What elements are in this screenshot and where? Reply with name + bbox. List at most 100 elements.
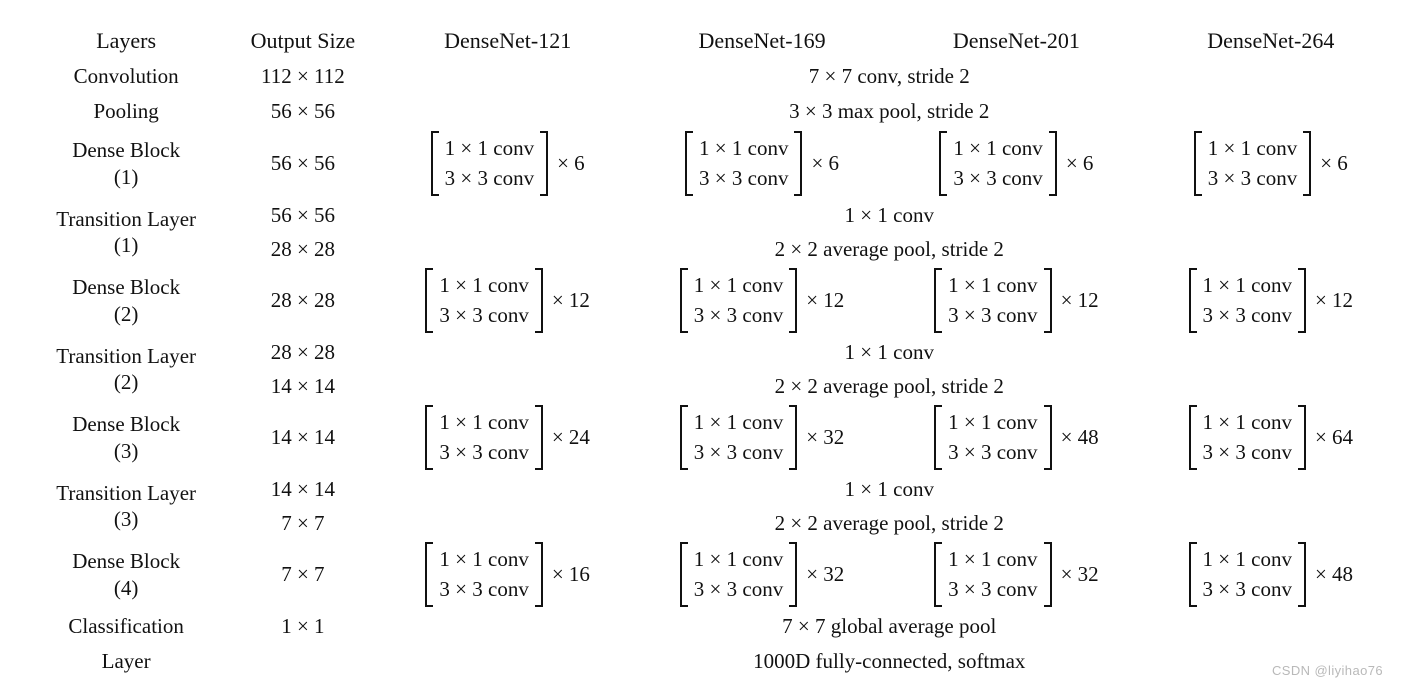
bracket-right-icon — [789, 541, 798, 608]
dense-block-3-densenet-264: 1 × 1 conv 3 × 3 conv × 64 — [1144, 403, 1398, 472]
dense-block-2-densenet-121: 1 × 1 conv 3 × 3 conv × 12 — [381, 266, 635, 335]
bracket-right-icon — [1043, 404, 1052, 471]
dense-block-2-densenet-169: 1 × 1 conv 3 × 3 conv × 12 — [635, 266, 889, 335]
layer-name-pooling: Pooling — [93, 99, 159, 124]
bracket-group: 1 × 1 conv 3 × 3 conv — [679, 541, 798, 608]
bracket-right-icon — [1303, 130, 1312, 197]
spec-classification-global-pool: 7 × 7 global average pool — [782, 614, 997, 639]
table-row-dense-block-2: Dense Block (2) 28 × 28 1 × 1 conv 3 × 3… — [27, 266, 1398, 335]
conv-line-2: 3 × 3 conv — [1202, 576, 1292, 601]
repeat-multiplier: × 24 — [551, 425, 590, 450]
conv-line-2: 3 × 3 conv — [439, 302, 529, 327]
table-row-transition-2b: 14 × 14 2 × 2 average pool, stride 2 — [27, 369, 1398, 403]
dense-block-1-densenet-201: 1 × 1 conv 3 × 3 conv × 6 — [889, 129, 1143, 198]
bracket-left-icon — [1193, 130, 1202, 197]
dense-block-4-densenet-169: 1 × 1 conv 3 × 3 conv × 32 — [635, 540, 889, 609]
repeat-multiplier: × 12 — [806, 288, 845, 313]
conv-line-1: 1 × 1 conv — [693, 409, 784, 434]
conv-line-2: 3 × 3 conv — [693, 576, 784, 601]
dense-block-1-label-line2: (1) — [113, 164, 139, 189]
bracket-rows: 1 × 1 conv 3 × 3 conv — [439, 131, 540, 197]
conv-line-1: 1 × 1 conv — [948, 409, 1038, 434]
repeat-multiplier: × 48 — [1314, 562, 1354, 587]
architecture-table-container: Layers Output Size DenseNet-121 DenseNet… — [27, 23, 1398, 679]
conv-line-1: 1 × 1 conv — [1202, 546, 1292, 571]
table-row-classification-b: Layer 1000D fully-connected, softmax — [27, 644, 1398, 679]
bracket-right-icon — [534, 541, 543, 608]
repeat-multiplier: × 32 — [806, 425, 845, 450]
repeat-multiplier: × 12 — [1060, 288, 1099, 313]
dense-block-2-densenet-201: 1 × 1 conv 3 × 3 conv × 12 — [889, 266, 1143, 335]
column-header-layers: Layers — [96, 28, 157, 54]
bracket-right-icon — [540, 130, 549, 197]
conv-line-2: 3 × 3 conv — [439, 439, 529, 464]
repeat-multiplier: × 12 — [551, 288, 590, 313]
bracket-rows: 1 × 1 conv 3 × 3 conv — [942, 268, 1043, 334]
bracket-right-icon — [1048, 130, 1057, 197]
bracket-left-icon — [425, 541, 434, 608]
column-header-densenet-201: DenseNet-201 — [952, 28, 1080, 54]
conv-line-2: 3 × 3 conv — [693, 302, 784, 327]
bracket-group: 1 × 1 conv 3 × 3 conv — [934, 404, 1052, 471]
dense-block-4-densenet-264: 1 × 1 conv 3 × 3 conv × 48 — [1144, 540, 1398, 609]
bracket-left-icon — [934, 267, 943, 334]
bracket-rows: 1 × 1 conv 3 × 3 conv — [1202, 131, 1303, 197]
transition-2-label-line2: (2) — [113, 370, 139, 394]
repeat-multiplier: × 12 — [1314, 288, 1354, 313]
densenet-architecture-table: Layers Output Size DenseNet-121 DenseNet… — [27, 23, 1398, 679]
transition-2-label-line1: Transition Layer — [56, 343, 197, 368]
bracket-group: 1 × 1 conv 3 × 3 conv — [430, 130, 549, 197]
output-size-dense-block-1: 56 × 56 — [270, 151, 336, 176]
conv-line-2: 3 × 3 conv — [693, 439, 784, 464]
dense-block-3-densenet-121: 1 × 1 conv 3 × 3 conv × 24 — [381, 403, 635, 472]
bracket-right-icon — [534, 404, 543, 471]
conv-line-2: 3 × 3 conv — [948, 576, 1038, 601]
layer-name-classification-line2: Layer — [101, 649, 151, 674]
dense-block-4-densenet-121: 1 × 1 conv 3 × 3 conv × 16 — [381, 540, 635, 609]
bracket-left-icon — [1188, 541, 1197, 608]
spec-transition-3a: 1 × 1 conv — [844, 476, 934, 501]
bracket-group: 1 × 1 conv 3 × 3 conv — [934, 541, 1052, 608]
bracket-right-icon — [1297, 404, 1306, 471]
repeat-multiplier: × 16 — [551, 562, 590, 587]
bracket-left-icon — [425, 404, 434, 471]
bracket-left-icon — [679, 267, 688, 334]
conv-line-1: 1 × 1 conv — [1207, 135, 1298, 160]
table-row-dense-block-4: Dense Block (4) 7 × 7 1 × 1 conv 3 × 3 c… — [27, 540, 1398, 609]
bracket-group: 1 × 1 conv 3 × 3 conv — [934, 267, 1052, 334]
table-row-convolution: Convolution 112 × 112 7 × 7 conv, stride… — [27, 59, 1398, 94]
bracket-left-icon — [934, 541, 943, 608]
spec-pooling: 3 × 3 max pool, stride 2 — [789, 99, 990, 124]
conv-line-2: 3 × 3 conv — [1202, 439, 1292, 464]
layer-name-dense-block-4: Dense Block (4) — [27, 540, 225, 609]
spec-convolution: 7 × 7 conv, stride 2 — [808, 64, 970, 89]
bracket-group: 1 × 1 conv 3 × 3 conv — [679, 267, 798, 334]
conv-line-2: 3 × 3 conv — [444, 165, 535, 190]
table-row-classification-a: Classification 1 × 1 7 × 7 global averag… — [27, 609, 1398, 644]
bracket-group: 1 × 1 conv 3 × 3 conv — [1188, 404, 1306, 471]
table-row-transition-2a: Transition Layer (2) 28 × 28 1 × 1 conv — [27, 335, 1398, 394]
bracket-group: 1 × 1 conv 3 × 3 conv — [425, 541, 543, 608]
transition-3-label-line1: Transition Layer — [56, 480, 197, 505]
dense-block-1-densenet-264: 1 × 1 conv 3 × 3 conv × 6 — [1144, 129, 1398, 198]
bracket-left-icon — [425, 267, 434, 334]
spec-classification-fc: 1000D fully-connected, softmax — [753, 649, 1026, 674]
bracket-right-icon — [1297, 541, 1306, 608]
conv-line-1: 1 × 1 conv — [439, 272, 529, 297]
repeat-multiplier: × 48 — [1060, 425, 1099, 450]
conv-line-1: 1 × 1 conv — [948, 272, 1038, 297]
bracket-right-icon — [534, 267, 543, 334]
bracket-right-icon — [794, 130, 803, 197]
conv-line-1: 1 × 1 conv — [693, 272, 784, 297]
bracket-group: 1 × 1 conv 3 × 3 conv — [1193, 130, 1312, 197]
spec-transition-3b: 2 × 2 average pool, stride 2 — [774, 510, 1004, 535]
conv-line-1: 1 × 1 conv — [439, 409, 529, 434]
bracket-left-icon — [679, 404, 688, 471]
transition-1-label-line1: Transition Layer — [56, 206, 197, 231]
conv-line-2: 3 × 3 conv — [948, 439, 1038, 464]
bracket-left-icon — [934, 404, 943, 471]
bracket-rows: 1 × 1 conv 3 × 3 conv — [688, 542, 789, 608]
bracket-group: 1 × 1 conv 3 × 3 conv — [685, 130, 803, 197]
dense-block-3-label-line1: Dense Block — [72, 412, 181, 437]
repeat-multiplier: × 32 — [1060, 562, 1099, 587]
